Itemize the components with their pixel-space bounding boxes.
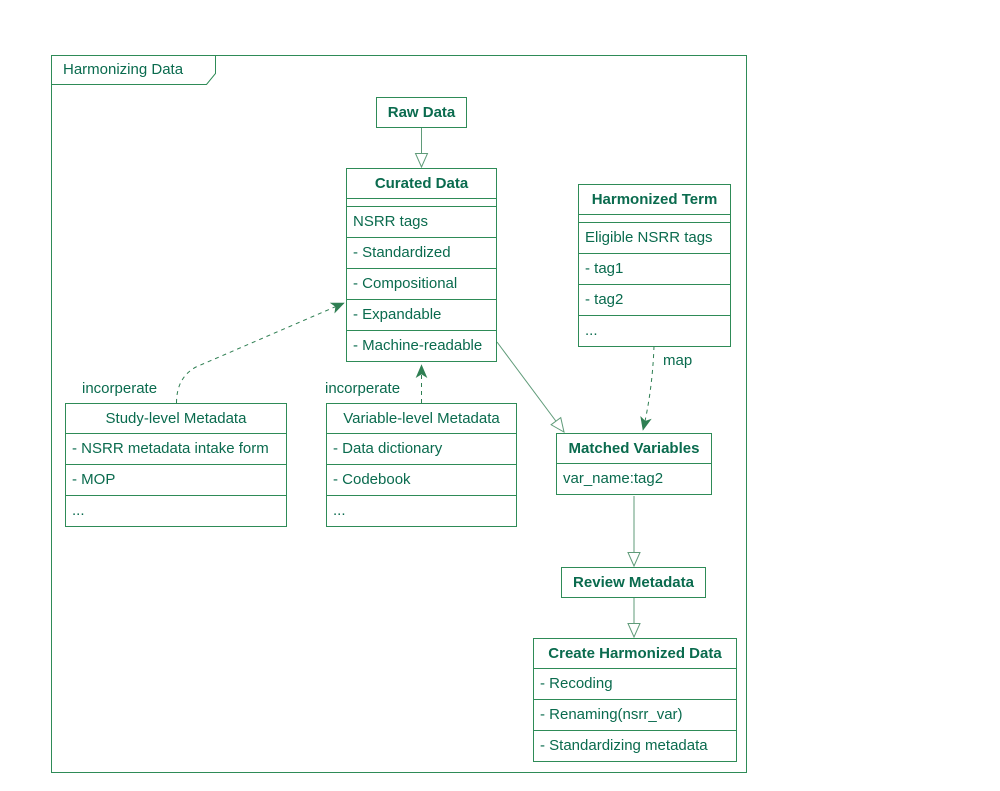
edge-term-to-matched bbox=[640, 345, 655, 431]
node-row: - Recoding bbox=[534, 668, 736, 699]
node-curated-data: Curated Data NSRR tags - Standardized - … bbox=[346, 168, 497, 362]
node-study-level-metadata: Study-level Metadata - NSRR metadata int… bbox=[65, 403, 287, 527]
edge-label-map: map bbox=[663, 352, 693, 369]
edge-study-to-curated bbox=[176, 302, 345, 404]
node-row: - tag2 bbox=[579, 284, 730, 315]
frame-title-tab bbox=[51, 55, 216, 85]
node-title: Review Metadata bbox=[573, 574, 694, 591]
node-row: - Data dictionary bbox=[327, 433, 516, 464]
node-row: - Machine-readable bbox=[347, 330, 496, 361]
node-title: Variable-level Metadata bbox=[343, 410, 500, 427]
node-title: Curated Data bbox=[374, 175, 469, 192]
node-title: Create Harmonized Data bbox=[548, 645, 722, 662]
node-title: Raw Data bbox=[387, 104, 456, 121]
node-create-harmonized-data: Create Harmonized Data - Recoding - Rena… bbox=[533, 638, 737, 762]
node-title: Matched Variables bbox=[568, 440, 700, 457]
node-row: - Renaming(nsrr_var) bbox=[534, 699, 736, 730]
edge-curated-to-matched bbox=[496, 341, 565, 433]
node-row: - Compositional bbox=[347, 268, 496, 299]
node-matched-variables: Matched Variables var_name:tag2 bbox=[556, 433, 712, 495]
node-row: - Standardized bbox=[347, 237, 496, 268]
node-review-metadata: Review Metadata bbox=[561, 567, 706, 598]
node-variable-level-metadata: Variable-level Metadata - Data dictionar… bbox=[326, 403, 517, 527]
node-row: var_name:tag2 bbox=[557, 463, 711, 494]
node-row: ... bbox=[66, 495, 286, 526]
node-row: ... bbox=[579, 315, 730, 346]
node-title: Study-level Metadata bbox=[105, 410, 247, 427]
frame-border bbox=[51, 55, 747, 773]
node-row: NSRR tags bbox=[347, 206, 496, 237]
edge-label-incorperate-right: incorperate bbox=[325, 380, 401, 397]
node-row: - Codebook bbox=[327, 464, 516, 495]
frame-title: Harmonizing Data bbox=[63, 61, 184, 78]
header-separator bbox=[347, 198, 496, 206]
node-row: Eligible NSRR tags bbox=[579, 222, 730, 253]
node-row: - MOP bbox=[66, 464, 286, 495]
edge-label-incorperate-left: incorperate bbox=[82, 380, 158, 397]
header-separator bbox=[579, 214, 730, 222]
node-raw-data: Raw Data bbox=[376, 97, 467, 128]
node-row: ... bbox=[327, 495, 516, 526]
node-row: - Expandable bbox=[347, 299, 496, 330]
node-title: Harmonized Term bbox=[591, 191, 718, 208]
node-harmonized-term: Harmonized Term Eligible NSRR tags - tag… bbox=[578, 184, 731, 347]
node-row: - tag1 bbox=[579, 253, 730, 284]
node-row: - NSRR metadata intake form bbox=[66, 433, 286, 464]
node-row: - Standardizing metadata bbox=[534, 730, 736, 761]
